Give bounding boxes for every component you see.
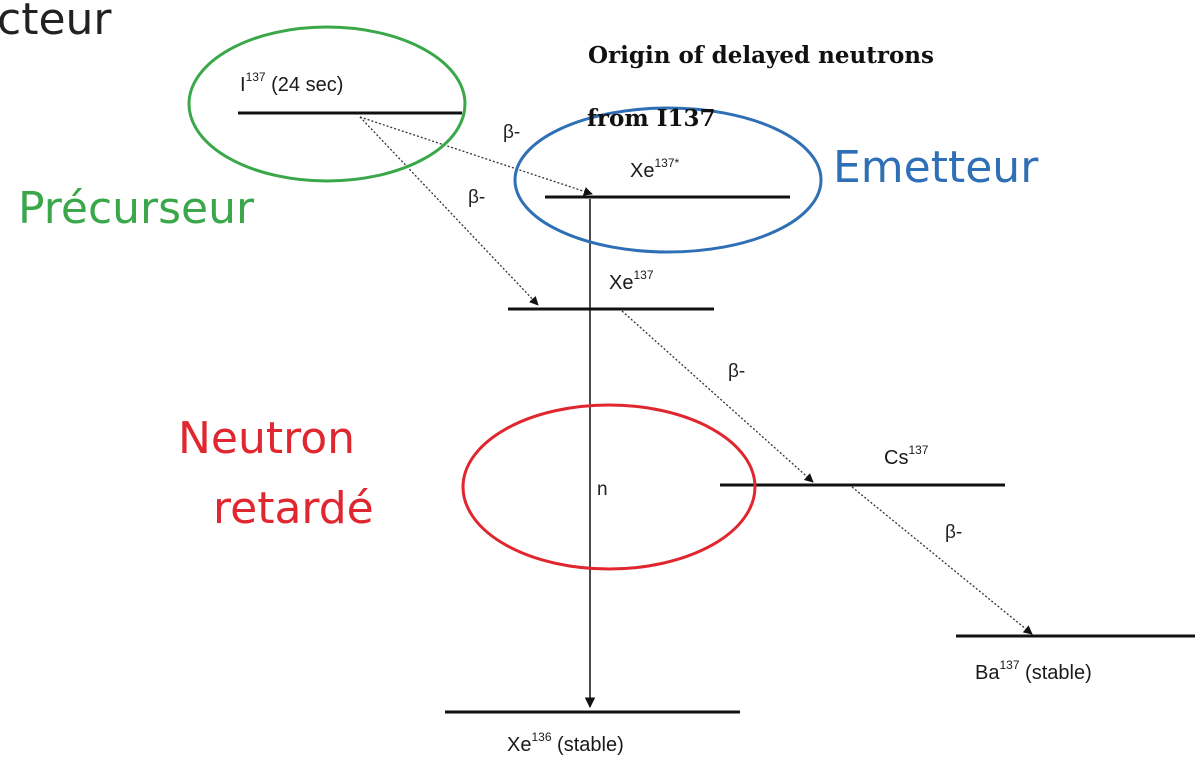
arrow-beta-cs137-to-ba137 <box>851 486 1033 635</box>
beta-label-cs137-to-ba137: β- <box>945 522 963 543</box>
diagram-title-line2: from I137 <box>587 105 716 132</box>
arrow-beta-i-to-xe137 <box>359 116 539 306</box>
precursor-ellipse <box>187 25 467 183</box>
diagram-title-line1: Origin of delayed neutrons <box>588 42 934 69</box>
delayed-neutron-label-line2: retardé <box>213 483 374 534</box>
nuclide-label-ba137: Ba137 (stable) <box>975 658 1092 684</box>
beta-label-xe137-to-cs137: β- <box>728 361 746 382</box>
neutron-label: n <box>597 479 608 500</box>
nuclide-label-xe137-excited: Xe137* <box>630 156 680 182</box>
emitter-label: Emetteur <box>833 142 1039 193</box>
arrow-beta-xe137-to-cs137 <box>621 310 814 483</box>
arrow-beta-i-to-xe137-excited <box>359 116 593 196</box>
nuclide-label-xe136: Xe136 (stable) <box>507 730 624 756</box>
delayed-neutron-ellipse <box>461 403 757 571</box>
precursor-label: Précurseur <box>18 183 255 234</box>
beta-label-i-to-xe137-excited: β- <box>503 122 521 143</box>
beta-label-i-to-xe137: β- <box>468 187 486 208</box>
nuclide-label-i137: I137 (24 sec) <box>240 70 344 96</box>
nuclide-label-cs137: Cs137 <box>884 443 929 469</box>
corner-text: cteur <box>0 0 112 45</box>
delayed-neutron-label-line1: Neutron <box>178 413 356 464</box>
nuclide-label-xe137: Xe137 <box>609 268 654 294</box>
emitter-ellipse <box>513 106 823 254</box>
